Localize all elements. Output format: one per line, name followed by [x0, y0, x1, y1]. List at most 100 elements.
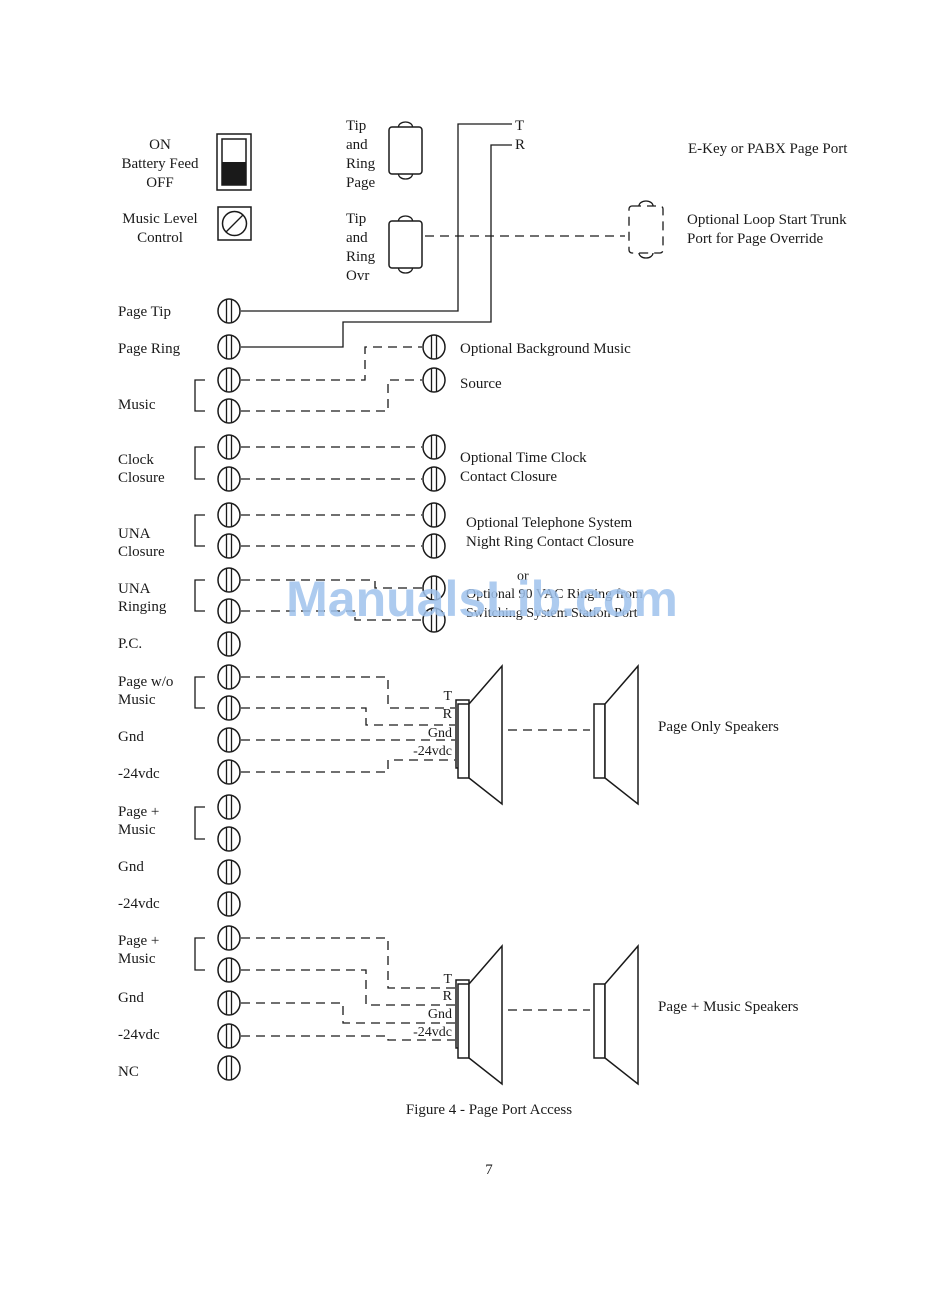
tip-ring-ovr-label: Ovr	[346, 268, 369, 284]
loop-start-label: Optional Loop Start Trunk	[687, 212, 847, 228]
pair-bracket	[194, 806, 205, 840]
una-ring-wire-1	[241, 579, 422, 589]
terminal-label: Page +	[118, 933, 159, 949]
battery-feed-switch-icon	[216, 133, 252, 191]
pair-bracket	[194, 676, 205, 709]
ringing-source-label: Optional 90 VAC Ringing from	[466, 587, 643, 602]
speaker-input-label: -24vdc	[413, 744, 452, 759]
pair-bracket	[194, 579, 205, 612]
tip-ring-ovr-label: Tip	[346, 211, 366, 227]
battery-feed-label: Battery Feed	[121, 156, 199, 172]
terminal-label: Ringing	[118, 599, 167, 615]
screw-terminal-icon	[217, 631, 241, 657]
source-terminal-icon	[422, 607, 446, 633]
screw-terminal-icon	[217, 334, 241, 360]
source-terminal-icon	[422, 334, 446, 360]
screw-terminal-icon	[217, 298, 241, 324]
page-music-speaker-icon	[593, 943, 639, 1086]
spk1-vdc-wire	[241, 759, 455, 773]
terminal-label: Music	[118, 692, 156, 708]
page-only-speaker-icon	[593, 663, 639, 806]
terminal-label: P.C.	[118, 636, 142, 652]
screw-terminal-icon	[217, 533, 241, 559]
wires	[194, 123, 625, 1041]
terminal-label: Gnd	[118, 990, 144, 1006]
tip-ring-page-label: and	[346, 137, 368, 153]
music-wire-1	[241, 346, 422, 381]
screw-terminal-icon	[217, 434, 241, 460]
page-only-speaker-icon	[457, 663, 503, 806]
screw-terminal-icon	[217, 1023, 241, 1049]
terminal-label: UNA	[118, 526, 151, 542]
screw-terminal-icon	[217, 727, 241, 753]
terminal-label: Gnd	[118, 859, 144, 875]
tip-ring-page-label: Page	[346, 175, 376, 191]
terminal-label: Page +	[118, 804, 159, 820]
source-terminal-icon	[422, 367, 446, 393]
screw-terminal-icon	[217, 1055, 241, 1081]
screw-terminal-icon	[217, 759, 241, 785]
screw-terminal-icon	[217, 695, 241, 721]
night-ring-label: Night Ring Contact Closure	[466, 534, 634, 550]
terminal-label: Music	[118, 951, 156, 967]
battery-feed-label: OFF	[146, 175, 174, 191]
terminal-label: Gnd	[118, 729, 144, 745]
terminal-label: Closure	[118, 470, 165, 486]
page-music-speaker-icon	[457, 943, 503, 1086]
screw-terminal-icon	[217, 859, 241, 885]
screw-terminal-icon	[217, 567, 241, 593]
watermark: ManualsLib.com	[286, 571, 678, 627]
night-ring-label: Optional Telephone System	[466, 515, 632, 531]
speaker-group-label: Page + Music Speakers	[658, 999, 799, 1015]
source-terminal-icon	[422, 434, 446, 460]
screw-terminal-icon	[217, 990, 241, 1016]
screw-terminal-icon	[217, 957, 241, 983]
music-level-knob-icon	[217, 206, 252, 241]
terminal-label: -24vdc	[118, 1027, 160, 1043]
terminal-label: NC	[118, 1064, 139, 1080]
speaker-input-label: -24vdc	[413, 1025, 452, 1040]
terminal-label: Closure	[118, 544, 165, 560]
terminal-label: Music	[118, 397, 156, 413]
figure-caption: Figure 4 - Page Port Access	[406, 1102, 572, 1118]
music-level-label: Control	[137, 230, 183, 246]
speaker-group-label: Page Only Speakers	[658, 719, 779, 735]
pair-bracket	[194, 379, 205, 412]
page-ring-wire	[241, 144, 512, 348]
screw-terminal-icon	[217, 925, 241, 951]
terminal-label: Page Tip	[118, 304, 171, 320]
background-music-label: Source	[460, 376, 502, 392]
pair-bracket	[194, 446, 205, 480]
screw-terminal-icon	[217, 367, 241, 393]
ekey-label: E-Key or PABX Page Port	[688, 141, 848, 157]
speaker-input-label: R	[443, 989, 453, 1004]
tip-ring-ovr-label: and	[346, 230, 368, 246]
tip-ring-ovr-label: Ring	[346, 249, 376, 265]
time-clock-label: Optional Time Clock	[460, 450, 587, 466]
speaker-input-label: T	[443, 689, 452, 704]
page-tip-wire	[241, 123, 512, 312]
speaker-input-label: T	[443, 972, 452, 987]
screw-terminal-icon	[217, 664, 241, 690]
screw-terminal-icon	[217, 598, 241, 624]
terminal-label: -24vdc	[118, 766, 160, 782]
speaker-input-label: Gnd	[428, 726, 452, 741]
screw-terminal-icon	[217, 466, 241, 492]
terminal-label: Music	[118, 822, 156, 838]
spk2-t-wire	[241, 937, 455, 989]
source-terminal-icon	[422, 533, 446, 559]
una-ring-wire-2	[241, 610, 422, 621]
terminal-label: Page w/o	[118, 674, 173, 690]
tip-ring-ovr-jack-icon	[388, 215, 423, 274]
terminal-label: Clock	[118, 452, 154, 468]
r-label: R	[515, 137, 525, 153]
spk1-r-wire	[241, 707, 455, 726]
tip-ring-page-jack-icon	[388, 121, 423, 180]
terminal-label: -24vdc	[118, 896, 160, 912]
time-clock-label: Contact Closure	[460, 469, 557, 485]
speaker-input-label: Gnd	[428, 1007, 452, 1022]
spk1-t-wire	[241, 676, 455, 709]
battery-feed-label: ON	[149, 137, 171, 153]
